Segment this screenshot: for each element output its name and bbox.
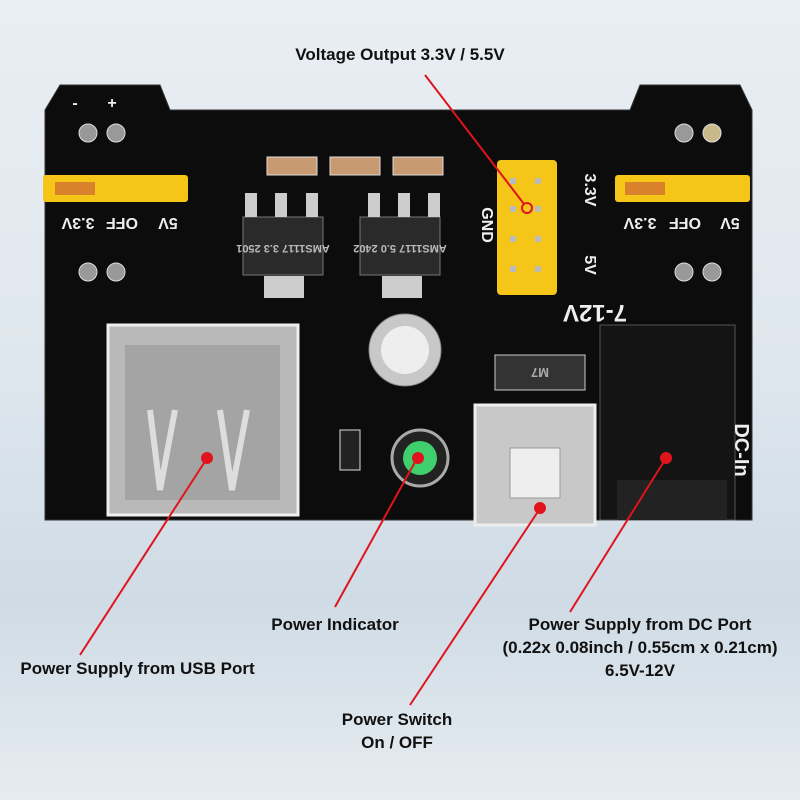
power-switch-label: Power Switch On / OFF	[317, 708, 477, 754]
usb-port	[106, 323, 300, 517]
right-jumper	[615, 175, 750, 202]
silk-reg2: AMS1117 5.0 2402	[353, 242, 447, 254]
smd-capacitors	[266, 156, 444, 176]
silk-diode: M7	[531, 365, 549, 380]
silk-left-3v3: 3.3V	[61, 214, 94, 231]
silk-left-off: OFF	[106, 214, 138, 231]
annotation-lines	[79, 74, 672, 706]
silk-right-off: OFF	[669, 214, 701, 231]
power-indicator-label: Power Indicator	[271, 615, 399, 634]
voltage-regulators	[242, 193, 441, 298]
silk-gnd: GND	[478, 207, 495, 243]
dc-supply-line2: (0.22x 0.08inch / 0.55cm x 0.21cm)	[502, 638, 778, 657]
silk-minus: -	[72, 95, 77, 112]
left-jumper	[43, 175, 188, 202]
dc-supply-line3: 6.5V-12V	[605, 661, 675, 680]
silk-3v3: 3.3V	[581, 174, 598, 207]
power-switch-line1: Power Switch	[341, 710, 453, 729]
power-pins	[78, 123, 722, 282]
dc-supply-line1: Power Supply from DC Port	[528, 615, 752, 634]
diode	[494, 354, 586, 391]
silk-dc-in: DC-In	[730, 423, 752, 476]
silk-right-5v: 5V	[720, 214, 740, 231]
dc-jack	[599, 324, 736, 521]
dc-supply-label: Power Supply from DC Port (0.22x 0.08inc…	[480, 613, 800, 682]
silk-left-5v: 5V	[158, 214, 178, 231]
power-switch-line2: On / OFF	[361, 733, 433, 752]
silk-reg1: AMS1117 3.3 2501	[236, 242, 330, 254]
silk-plus: +	[107, 95, 116, 112]
usb-supply-label: Power Supply from USB Port	[20, 659, 255, 678]
power-switch	[473, 403, 597, 527]
resistor	[339, 429, 361, 471]
voltage-output-label: Voltage Output 3.3V / 5.5V	[295, 45, 505, 64]
silk-input: 7-12V	[563, 299, 627, 326]
output-header	[497, 160, 557, 295]
silk-right-3v3: 3.3V	[623, 214, 656, 231]
silk-5v: 5V	[581, 255, 598, 275]
